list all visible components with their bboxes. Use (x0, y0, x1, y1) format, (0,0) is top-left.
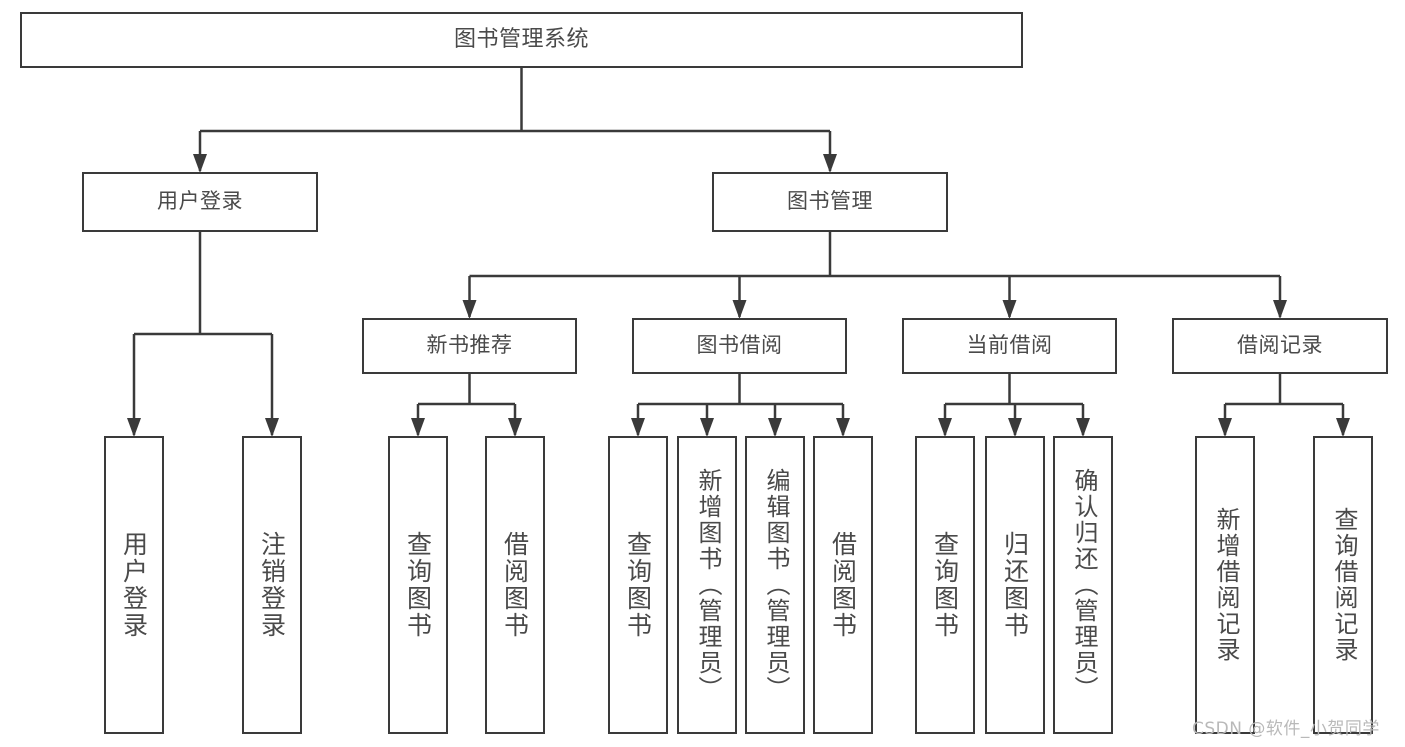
node-newbook[interactable]: 新书推荐 (362, 318, 577, 374)
connector-arrowhead (411, 418, 425, 437)
node-l2[interactable]: 注销登录 (242, 436, 302, 734)
connector-arrowhead (1218, 418, 1232, 437)
node-label: 用户登录 (119, 531, 149, 639)
node-borrow[interactable]: 图书借阅 (632, 318, 847, 374)
node-l10[interactable]: 归还图书 (985, 436, 1045, 734)
node-l1[interactable]: 用户登录 (104, 436, 164, 734)
node-l8[interactable]: 借阅图书 (813, 436, 873, 734)
connector-arrowhead (127, 418, 141, 437)
node-label: 借阅图书 (500, 531, 530, 639)
node-label: 借阅图书 (828, 531, 858, 639)
connector-arrowhead (265, 418, 279, 437)
node-label: 新书推荐 (426, 333, 513, 358)
node-label: 查询借阅记录 (1329, 507, 1358, 663)
connector-arrowhead (1002, 300, 1017, 319)
node-label: 用户登录 (157, 189, 243, 214)
connector-arrowhead (462, 300, 477, 319)
connector-arrowhead (732, 300, 747, 319)
node-label: 归还图书 (1000, 531, 1030, 639)
connector-arrowhead (1008, 418, 1022, 437)
node-current[interactable]: 当前借阅 (902, 318, 1117, 374)
connector-arrowhead (836, 418, 850, 437)
node-label: 编辑图书（管理员） (761, 468, 790, 702)
node-l13[interactable]: 查询借阅记录 (1313, 436, 1373, 734)
connector-arrowhead (700, 418, 714, 437)
connector-arrowhead (193, 154, 207, 173)
connector-arrowhead (823, 154, 837, 173)
node-login[interactable]: 用户登录 (82, 172, 318, 232)
connector-arrowhead (1336, 418, 1350, 437)
node-l3[interactable]: 查询图书 (388, 436, 448, 734)
node-l12[interactable]: 新增借阅记录 (1195, 436, 1255, 734)
connector-arrowhead (1273, 300, 1287, 319)
node-label: 注销登录 (257, 531, 287, 639)
node-label: 图书管理系统 (453, 26, 589, 52)
node-root[interactable]: 图书管理系统 (20, 12, 1023, 68)
connector-arrowhead (938, 418, 952, 437)
node-l6[interactable]: 新增图书（管理员） (677, 436, 737, 734)
node-label: 借阅记录 (1237, 333, 1323, 358)
connector-arrowhead (508, 418, 522, 437)
node-label: 查询图书 (623, 531, 653, 639)
node-l7[interactable]: 编辑图书（管理员） (745, 436, 805, 734)
node-label: 查询图书 (403, 531, 433, 639)
connector-arrowhead (1076, 418, 1090, 437)
node-label: 图书管理 (787, 189, 873, 214)
connector-arrowhead (631, 418, 645, 437)
connector-arrowhead (768, 418, 782, 437)
node-label: 图书借阅 (696, 333, 783, 358)
node-label: 新增借阅记录 (1211, 507, 1240, 663)
watermark: CSDN @软件_小贺同学 (1192, 719, 1380, 739)
node-bookmgmt[interactable]: 图书管理 (712, 172, 948, 232)
node-records[interactable]: 借阅记录 (1172, 318, 1388, 374)
node-l9[interactable]: 查询图书 (915, 436, 975, 734)
node-label: 确认归还（管理员） (1069, 468, 1098, 702)
node-l11[interactable]: 确认归还（管理员） (1053, 436, 1113, 734)
node-l4[interactable]: 借阅图书 (485, 436, 545, 734)
node-label: 查询图书 (930, 531, 960, 639)
node-label: 新增图书（管理员） (693, 468, 722, 702)
node-l5[interactable]: 查询图书 (608, 436, 668, 734)
node-label: 当前借阅 (966, 333, 1053, 358)
